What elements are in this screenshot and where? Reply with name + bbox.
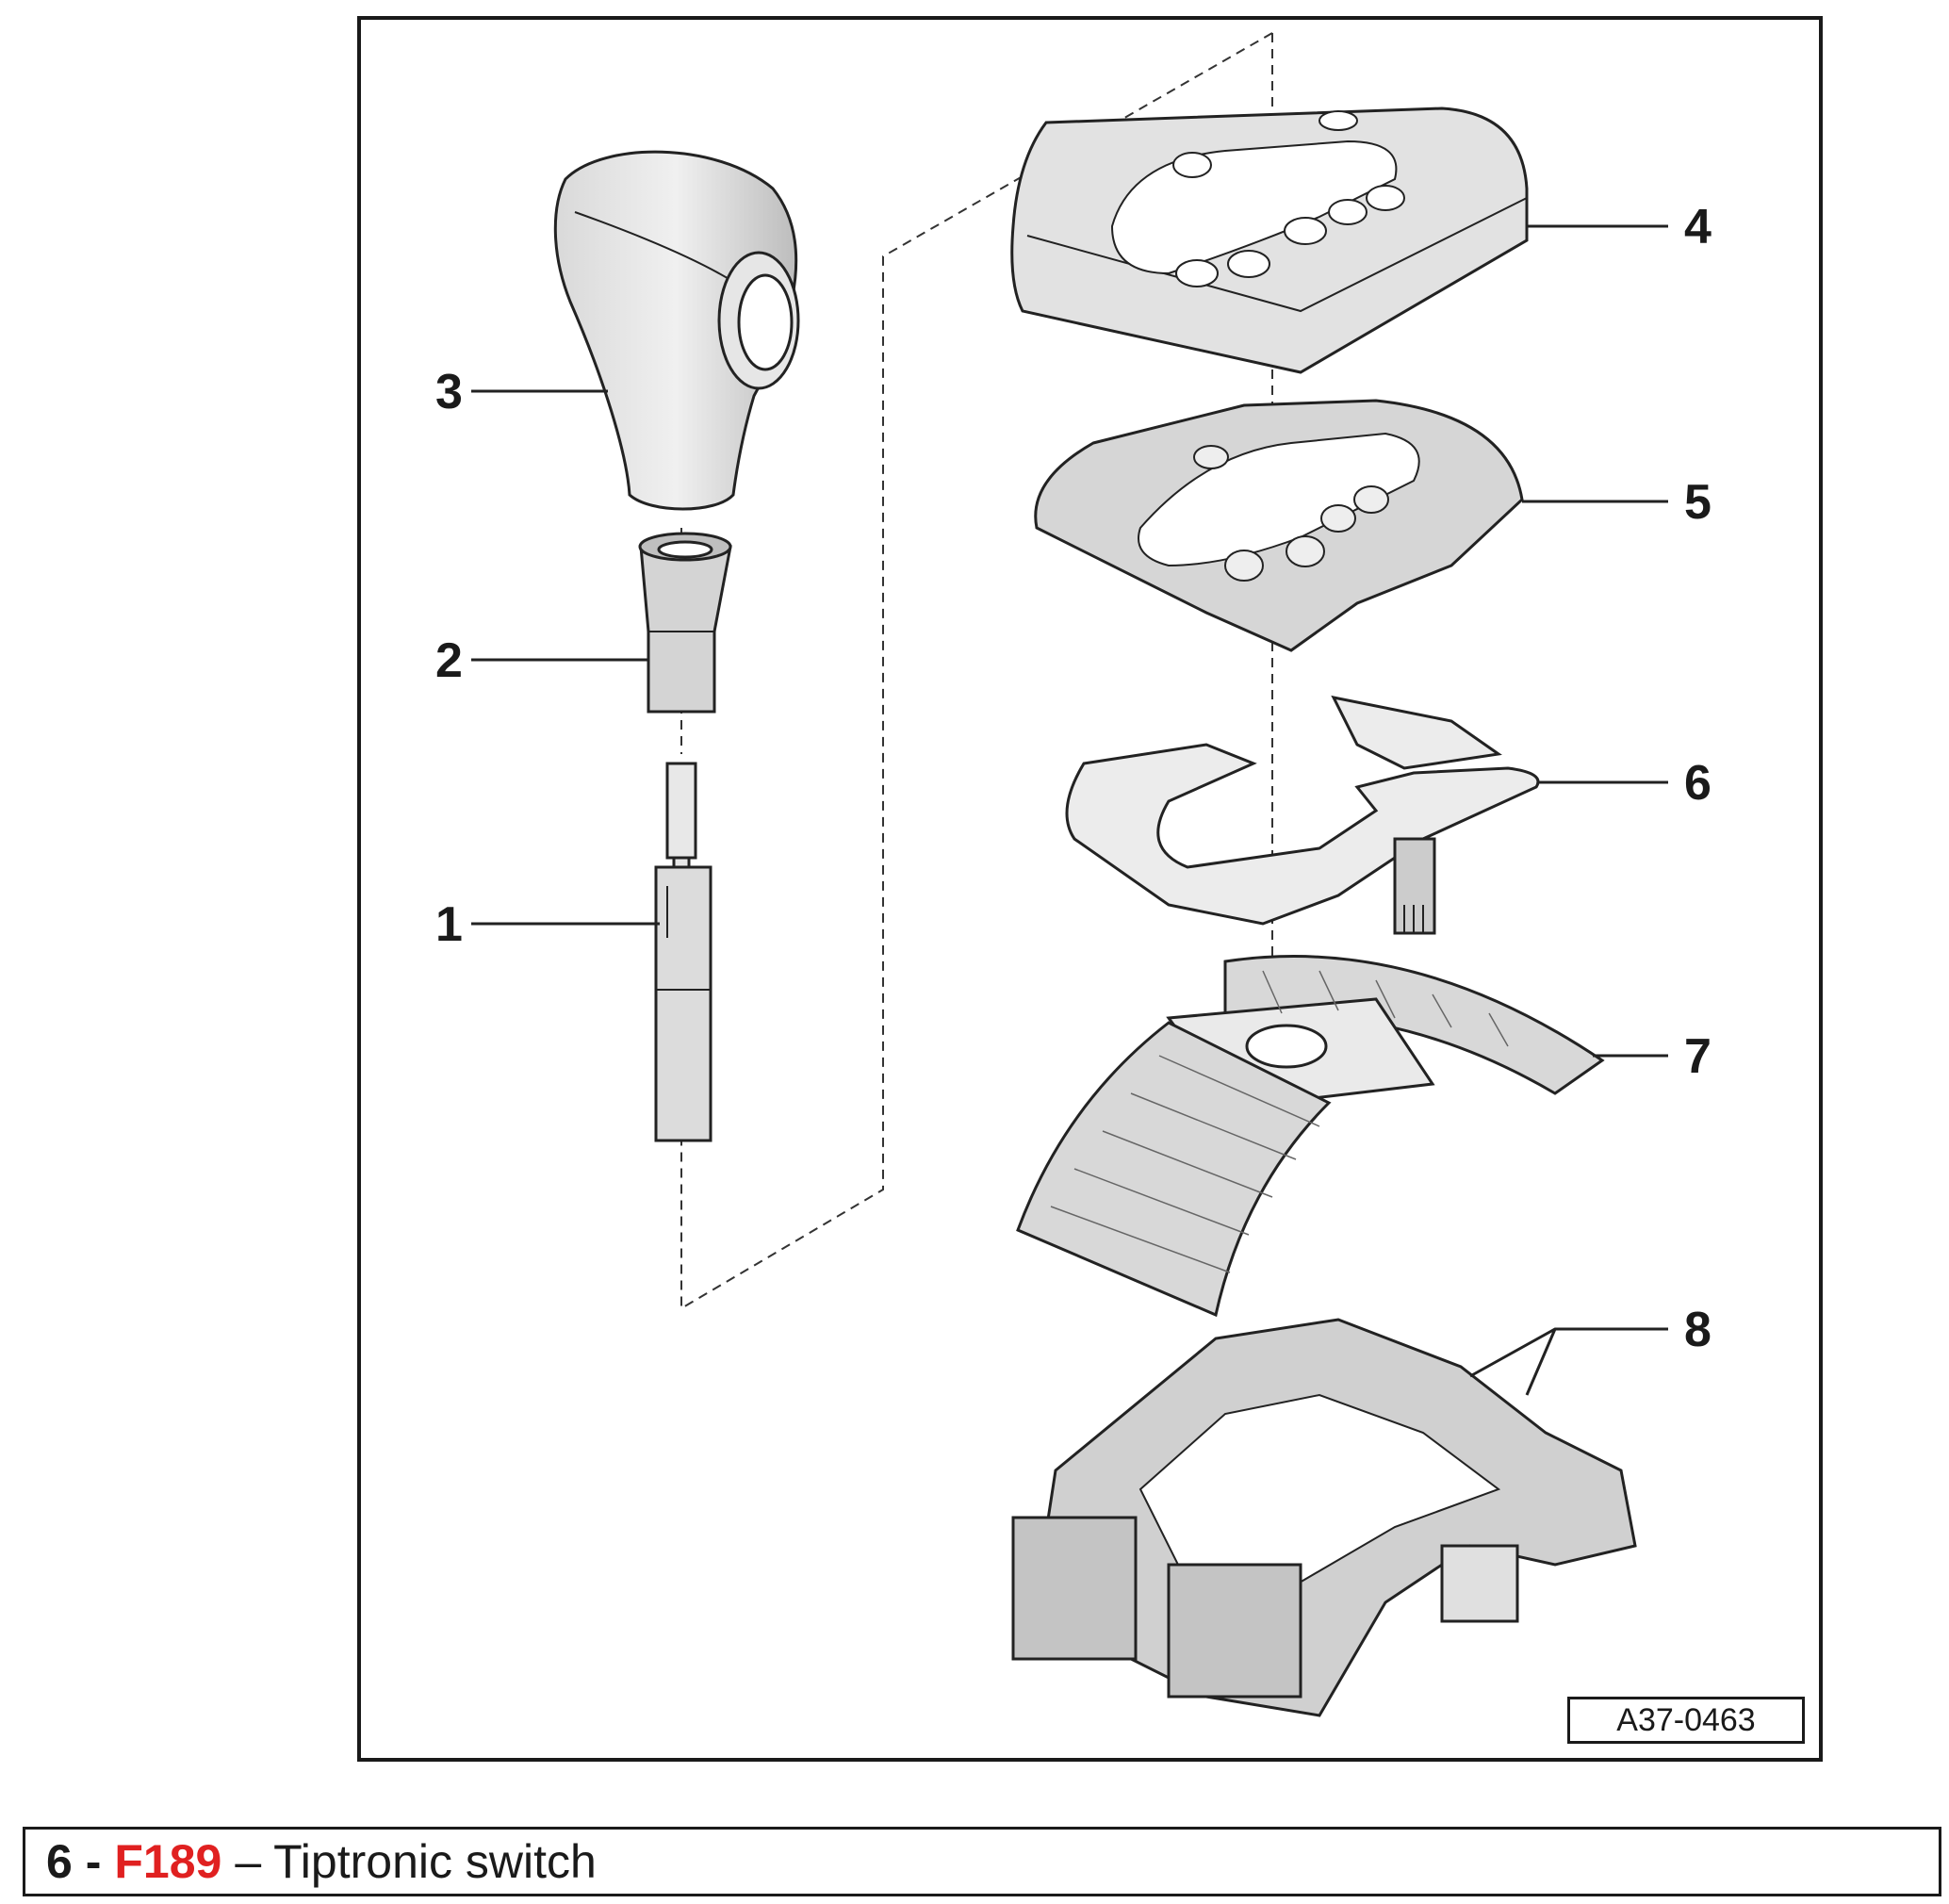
callout-5: 5 [1684,475,1712,530]
part-4-cover-plate [1010,107,1529,374]
caption-description: – Tiptronic switch [235,1835,597,1888]
leader-lines [471,224,1668,1396]
callout-2: 2 [435,633,463,688]
part-1-selector-lever [654,762,712,1142]
part-3-shift-knob [553,150,800,511]
callout-7: 7 [1684,1029,1712,1084]
part-7-cover-strip [1016,955,1605,1318]
part-8-base-frame [1011,1318,1637,1717]
part-6-tiptronic-switch-board [1065,695,1540,935]
callout-4: 4 [1684,200,1712,254]
caption-part-code: F189 [114,1835,222,1888]
part-2-sleeve [638,532,732,714]
part-5-guide-plate [1034,399,1524,652]
callout-1: 1 [435,897,463,952]
callout-6: 6 [1684,756,1712,811]
reference-code-box: A37-0463 [1567,1697,1805,1744]
caption-number: 6 - [46,1835,102,1888]
caption-bar: 6 - F189 – Tiptronic switch [23,1827,1941,1896]
callout-3: 3 [435,365,463,419]
callout-8: 8 [1684,1303,1712,1357]
callout-labels: 1 2 3 4 5 6 7 8 [435,200,1712,1357]
diagram-frame [357,16,1823,1762]
